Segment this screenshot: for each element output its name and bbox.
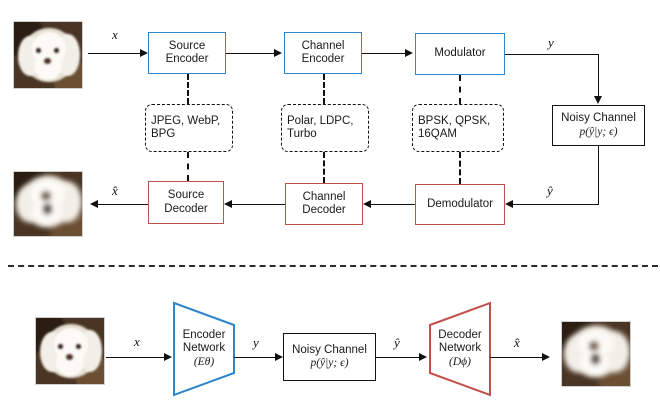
block-source-encoder[interactable]: Source Encoder — [148, 32, 226, 74]
decoder-network-shape — [429, 301, 491, 397]
examples-modulation: BPSK, QPSK, 16QAM — [412, 104, 504, 152]
block-channel-encoder-line1: Channel — [301, 39, 345, 52]
block-decoder-network[interactable]: Decoder Network (Dϕ) — [428, 300, 492, 398]
block-source-encoder-line1: Source — [168, 39, 206, 52]
signal-label-x-bottom: x — [134, 334, 140, 349]
block-noisy-channel-top-line2: p(ŷ|y; ϵ) — [579, 125, 618, 138]
wire-decoder-to-output-image-bottom — [490, 357, 542, 358]
arrowhead-to-output-image-bottom — [542, 352, 550, 361]
block-demodulator[interactable]: Demodulator — [415, 184, 505, 225]
block-channel-encoder[interactable]: Channel Encoder — [284, 32, 362, 74]
signal-label-yhat-bottom: ŷ — [394, 335, 400, 350]
block-demodulator-label: Demodulator — [427, 197, 493, 210]
signal-label-xhat-top: x̂ — [112, 183, 118, 198]
signal-label-xhat-bottom: x̂ — [514, 335, 520, 350]
block-noisy-channel-bottom-line2: p(ŷ|y; ϵ) — [310, 357, 349, 369]
block-noisy-channel-top[interactable]: Noisy Channel p(ŷ|y; ϵ) — [552, 105, 645, 146]
source-image-top — [14, 22, 82, 88]
dash-examples-to-channel-decoder — [323, 152, 325, 183]
wire-x-to-source-encoder — [88, 53, 140, 54]
wire-noisy-channel-to-decoder — [376, 357, 419, 358]
block-channel-encoder-line2: Encoder — [301, 53, 345, 65]
reconstructed-image-bottom — [562, 322, 630, 386]
arrowhead-x-to-source-encoder — [140, 48, 148, 57]
encoder-network-line3: (Eθ) — [193, 355, 215, 368]
wire-x-to-encoder-network — [106, 357, 164, 358]
block-noisy-channel-bottom[interactable]: Noisy Channel p(ŷ|y; ϵ) — [283, 333, 376, 381]
encoder-network-line2: Network — [182, 342, 226, 355]
examples-modulation-line1: BPSK, QPSK, — [418, 114, 491, 127]
wire-demodulator-to-channel-decoder — [371, 204, 415, 205]
dash-examples-to-source-decoder — [187, 152, 189, 181]
arrowhead-to-decoder-network — [419, 352, 427, 361]
examples-channel-coding: Polar, LDPC, Turbo — [281, 104, 369, 152]
decoder-network-line3: (Dϕ) — [449, 355, 471, 368]
dash-channel-encoder-to-examples — [323, 74, 325, 104]
arrowhead-x-to-encoder-network — [164, 352, 172, 361]
block-source-decoder[interactable]: Source Decoder — [148, 181, 224, 224]
block-source-encoder-line2: Encoder — [165, 53, 209, 65]
arrowhead-demodulator-to-channel-decoder — [363, 199, 371, 208]
arrowhead-channel-decoder-to-source-decoder — [224, 199, 232, 208]
examples-source-coding-line2: BPG — [151, 128, 176, 140]
dash-examples-to-demodulator — [459, 152, 461, 184]
arrowhead-into-noisy-channel-bottom — [275, 352, 283, 361]
block-noisy-channel-bottom-line1: Noisy Channel — [292, 343, 367, 356]
wire-yhat-to-demodulator — [513, 204, 599, 205]
signal-label-y-bottom: y — [253, 335, 259, 350]
arrowhead-to-output-image-top — [90, 199, 98, 208]
arrowhead-yhat-to-demodulator — [505, 199, 513, 208]
examples-source-coding-line1: JPEG, WebP, — [151, 114, 221, 127]
examples-modulation-line2: 16QAM — [418, 128, 457, 140]
signal-label-x-top: x — [112, 27, 118, 42]
block-source-decoder-line2: Decoder — [164, 202, 208, 215]
wire-channel-decoder-to-source-decoder — [232, 204, 285, 205]
arrowhead-source-to-channel-encoder — [274, 48, 282, 57]
dash-modulator-to-examples — [459, 75, 461, 104]
signal-label-yhat-top: ŷ — [547, 183, 553, 198]
decoder-network-label: Decoder Network (Dϕ) — [428, 300, 492, 398]
decoder-network-line2: Network — [438, 342, 482, 355]
signal-label-y-top: y — [548, 35, 554, 50]
encoder-network-line1: Encoder — [182, 328, 226, 341]
wire-source-decoder-to-output-image — [98, 204, 148, 205]
decoder-network-line1: Decoder — [438, 328, 482, 341]
reconstructed-image-top — [14, 172, 82, 236]
block-channel-decoder-line1: Channel — [302, 190, 346, 203]
wire-source-to-channel-encoder — [226, 53, 274, 54]
examples-channel-coding-line2: Turbo — [287, 128, 317, 140]
block-encoder-network[interactable]: Encoder Network (Eθ) — [172, 300, 236, 398]
wire-modulator-to-corner — [505, 54, 599, 55]
block-channel-decoder-line2: Decoder — [302, 204, 346, 216]
encoder-network-label: Encoder Network (Eθ) — [172, 300, 236, 398]
block-source-decoder-line1: Source — [167, 189, 205, 202]
wire-corner-to-noisy-channel — [598, 54, 599, 97]
block-channel-decoder[interactable]: Channel Decoder — [285, 183, 363, 225]
dash-source-encoder-to-examples — [187, 74, 189, 104]
block-modulator-label: Modulator — [434, 47, 486, 60]
pipeline-separator — [8, 265, 658, 267]
wire-channel-encoder-to-modulator — [362, 53, 405, 54]
source-image-bottom — [36, 318, 104, 384]
block-modulator[interactable]: Modulator — [415, 33, 505, 75]
arrowhead-into-noisy-channel-top — [593, 96, 602, 104]
wire-encoder-to-noisy-channel-bottom — [234, 357, 275, 358]
encoder-network-shape — [173, 301, 235, 397]
examples-source-coding: JPEG, WebP, BPG — [145, 104, 233, 152]
block-noisy-channel-top-line1: Noisy Channel — [561, 112, 636, 125]
arrowhead-channel-encoder-to-modulator — [405, 48, 413, 57]
examples-channel-coding-line1: Polar, LDPC, — [287, 114, 354, 127]
wire-noisy-channel-down-top — [598, 146, 599, 205]
